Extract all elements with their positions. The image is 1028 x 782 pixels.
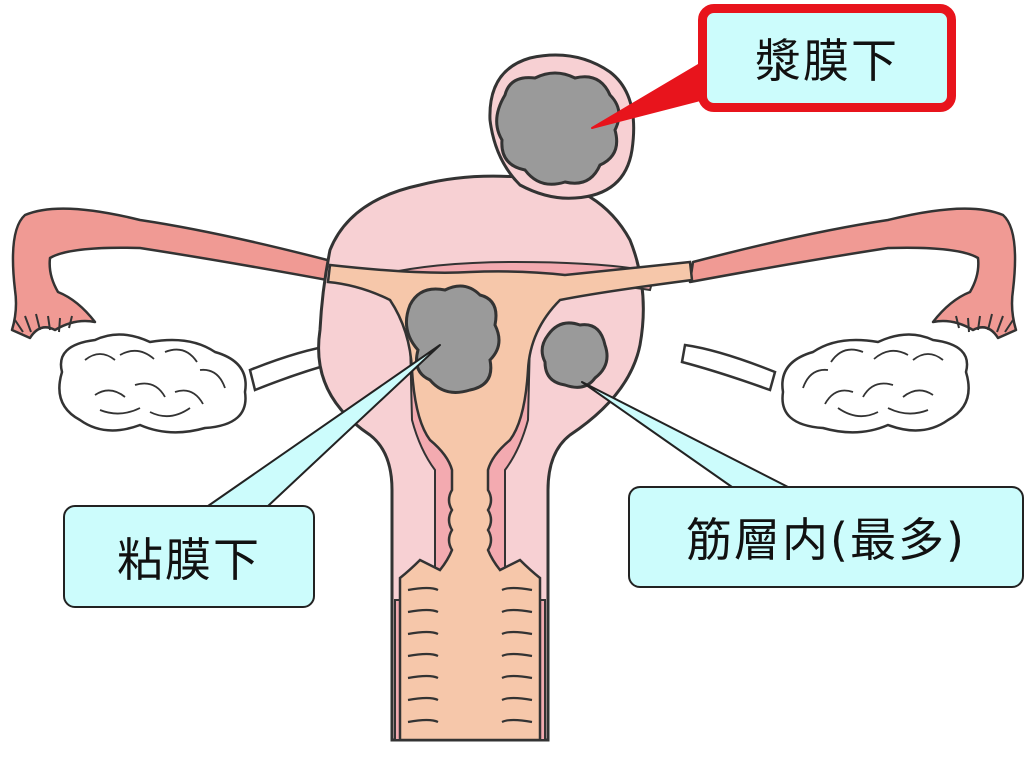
fibroid-intramural (540, 321, 609, 389)
cervical-ridges (407, 586, 533, 724)
uterine-cavity (326, 260, 694, 742)
label-intramural-text: 筋層内(最多) (686, 513, 966, 567)
ovary-right (781, 333, 970, 434)
fallopian-tube-left (10, 207, 340, 340)
label-submucosal-text: 粘膜下 (117, 532, 261, 587)
pointer-intramural (581, 381, 789, 488)
label-submucosal: 粘膜下 (63, 505, 315, 608)
label-subserosal: 漿膜下 (698, 4, 956, 112)
ovary-left (58, 333, 247, 434)
ovarian-ligaments (248, 343, 777, 392)
label-intramural: 筋層内(最多) (628, 486, 1024, 588)
fallopian-tube-right (688, 207, 1018, 340)
fibroid-subserosal (495, 71, 621, 186)
label-subserosal-text: 漿膜下 (755, 34, 899, 88)
fallopian-tubes (10, 207, 1018, 340)
